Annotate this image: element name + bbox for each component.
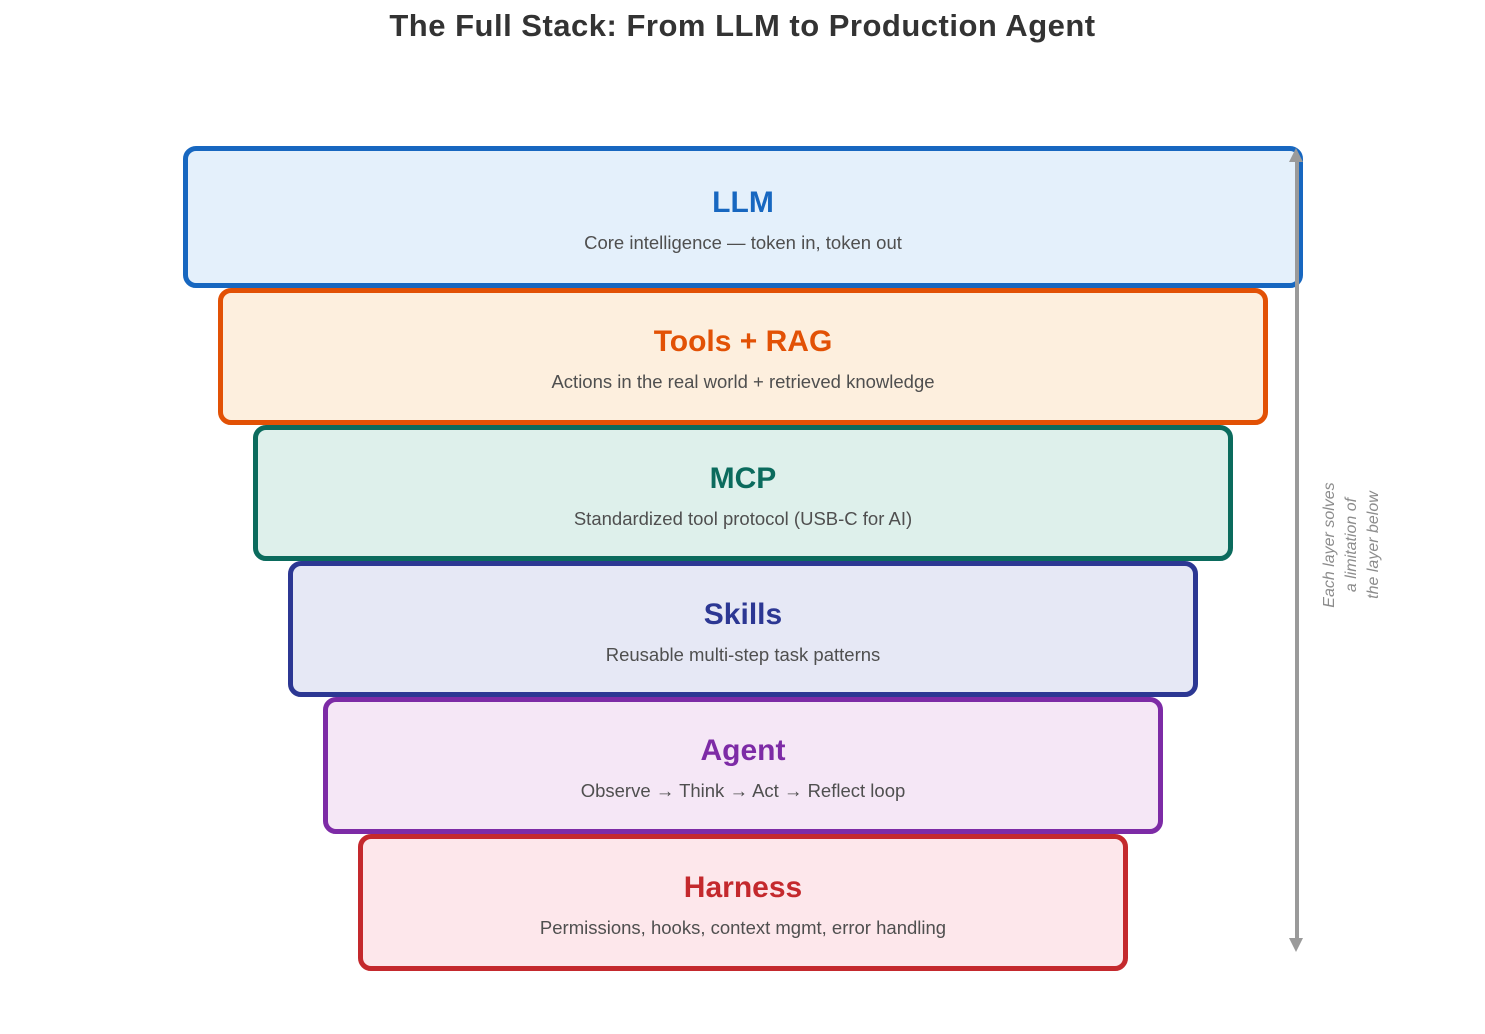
layer-llm-title: LLM [712,185,774,219]
side-note-line: a limitation of [1343,497,1361,593]
layer-llm-description: Core intelligence — token in, token out [584,231,902,253]
layer-skills-title: Skills [703,597,783,631]
arrow-up-icon [1289,148,1303,162]
layer-harness-description: Permissions, hooks, context mgmt, error … [539,917,947,939]
double-arrow [1289,148,1304,952]
layer-tools-rag-title: Tools + RAG [653,325,833,359]
side-note: Each layer solves a limitation of the la… [1319,445,1387,645]
layer-tools-rag-description: Actions in the real world + retrieved kn… [551,371,935,393]
layer-skills-description: Reusable multi-step task patterns [605,643,881,665]
arrow-shaft [1294,156,1299,944]
layer-mcp-description: Standardized tool protocol (USB-C for AI… [573,507,913,529]
layer-agent: Agent Observe → Think → Act → Reflect lo… [323,697,1163,834]
side-note-line: Each layer solves [1321,482,1338,608]
layer-tools-rag: Tools + RAG Actions in the real world + … [218,288,1268,425]
layer-llm: LLM Core intelligence — token in, token … [183,146,1303,288]
side-note-line: the layer below [1365,491,1383,599]
layer-agent-title: Agent [700,734,786,768]
arrow-down-icon [1289,938,1303,952]
page-title: The Full Stack: From LLM to Production A… [389,8,1096,43]
layer-harness-title: Harness [683,871,803,905]
layer-agent-description: Observe → Think → Act → Reflect loop [580,780,906,802]
layer-skills: Skills Reusable multi-step task patterns [288,561,1198,697]
layer-harness: Harness Permissions, hooks, context mgmt… [358,834,1128,971]
layer-mcp-title: MCP [709,461,777,495]
layer-mcp: MCP Standardized tool protocol (USB-C fo… [253,425,1233,561]
